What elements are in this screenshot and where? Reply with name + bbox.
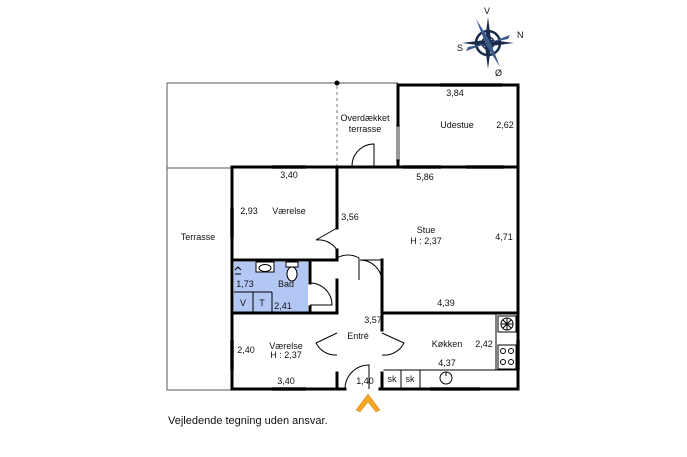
stove-icon (497, 344, 517, 370)
cabinet-lines (400, 370, 421, 388)
covered-terrace-label-1: Overdækket (340, 113, 390, 123)
dim-entre-width: 3,57 (364, 315, 382, 325)
dim-vaerelse-top-width: 3,40 (280, 170, 298, 180)
dim-bad-width: 2,41 (274, 301, 292, 311)
entry-arrow-icon (355, 393, 381, 413)
dim-vaerelse-bottom-height: 2,40 (237, 345, 255, 355)
dim-vaerelse-bottom-width: 3,40 (277, 376, 295, 386)
dim-stue-bottom: 4,39 (437, 298, 455, 308)
post-dot (334, 80, 340, 86)
vaerelse-top-label: Værelse (272, 206, 306, 216)
compass-south-o: Ø (495, 68, 502, 78)
terrace-label: Terrasse (181, 232, 216, 242)
covered-terrace-label-2: terrasse (349, 124, 382, 134)
dim-stue-left: 3,56 (341, 212, 359, 222)
disclaimer-text: Vejledende tegning uden ansvar. (168, 415, 328, 427)
dim-udestue-height: 2,62 (496, 120, 514, 130)
toilet-icon (285, 261, 299, 282)
terrace-outline (166, 82, 398, 391)
walls (230, 83, 520, 391)
cabinet-sk-1: sk (388, 374, 398, 384)
compass-rose-icon (462, 17, 514, 69)
stue-label: Stue (417, 225, 436, 235)
dim-stue-right: 4,71 (495, 232, 513, 242)
dim-vaerelse-top-height: 2,93 (240, 206, 258, 216)
bath-fixture-lines (234, 291, 273, 313)
dim-kokken-width: 4,37 (438, 358, 456, 368)
bath-sink-icon (255, 261, 275, 273)
cabinet-sk-2: sk (406, 374, 416, 384)
dim-stue-top: 5,86 (416, 172, 434, 182)
vaerelse-bottom-label: Værelse (269, 341, 303, 351)
compass-west-s: S (457, 43, 463, 53)
extractor-fan-icon (497, 315, 517, 333)
shower-icon (234, 266, 242, 275)
door-swings (309, 143, 405, 390)
bad-label: Bad (278, 279, 294, 289)
dim-entre-door: 1,40 (356, 376, 374, 386)
compass-north-v: V (484, 6, 490, 16)
stue-height: H : 2,37 (410, 236, 442, 246)
kokken-label: Køkken (432, 339, 463, 349)
compass-east-n: N (517, 30, 524, 40)
dim-kokken-height: 2,42 (475, 339, 493, 349)
dim-udestue-width: 3,84 (446, 88, 464, 98)
entre-label: Entré (347, 331, 369, 341)
bath-t-label: T (259, 298, 265, 308)
udestue-label: Udestue (440, 120, 474, 130)
bath-v-label: V (240, 298, 246, 308)
dim-bad-height: 1,73 (236, 279, 254, 289)
vaerelse-bottom-height: H : 2,37 (270, 350, 302, 360)
kitchen-sink-icon (439, 371, 453, 385)
